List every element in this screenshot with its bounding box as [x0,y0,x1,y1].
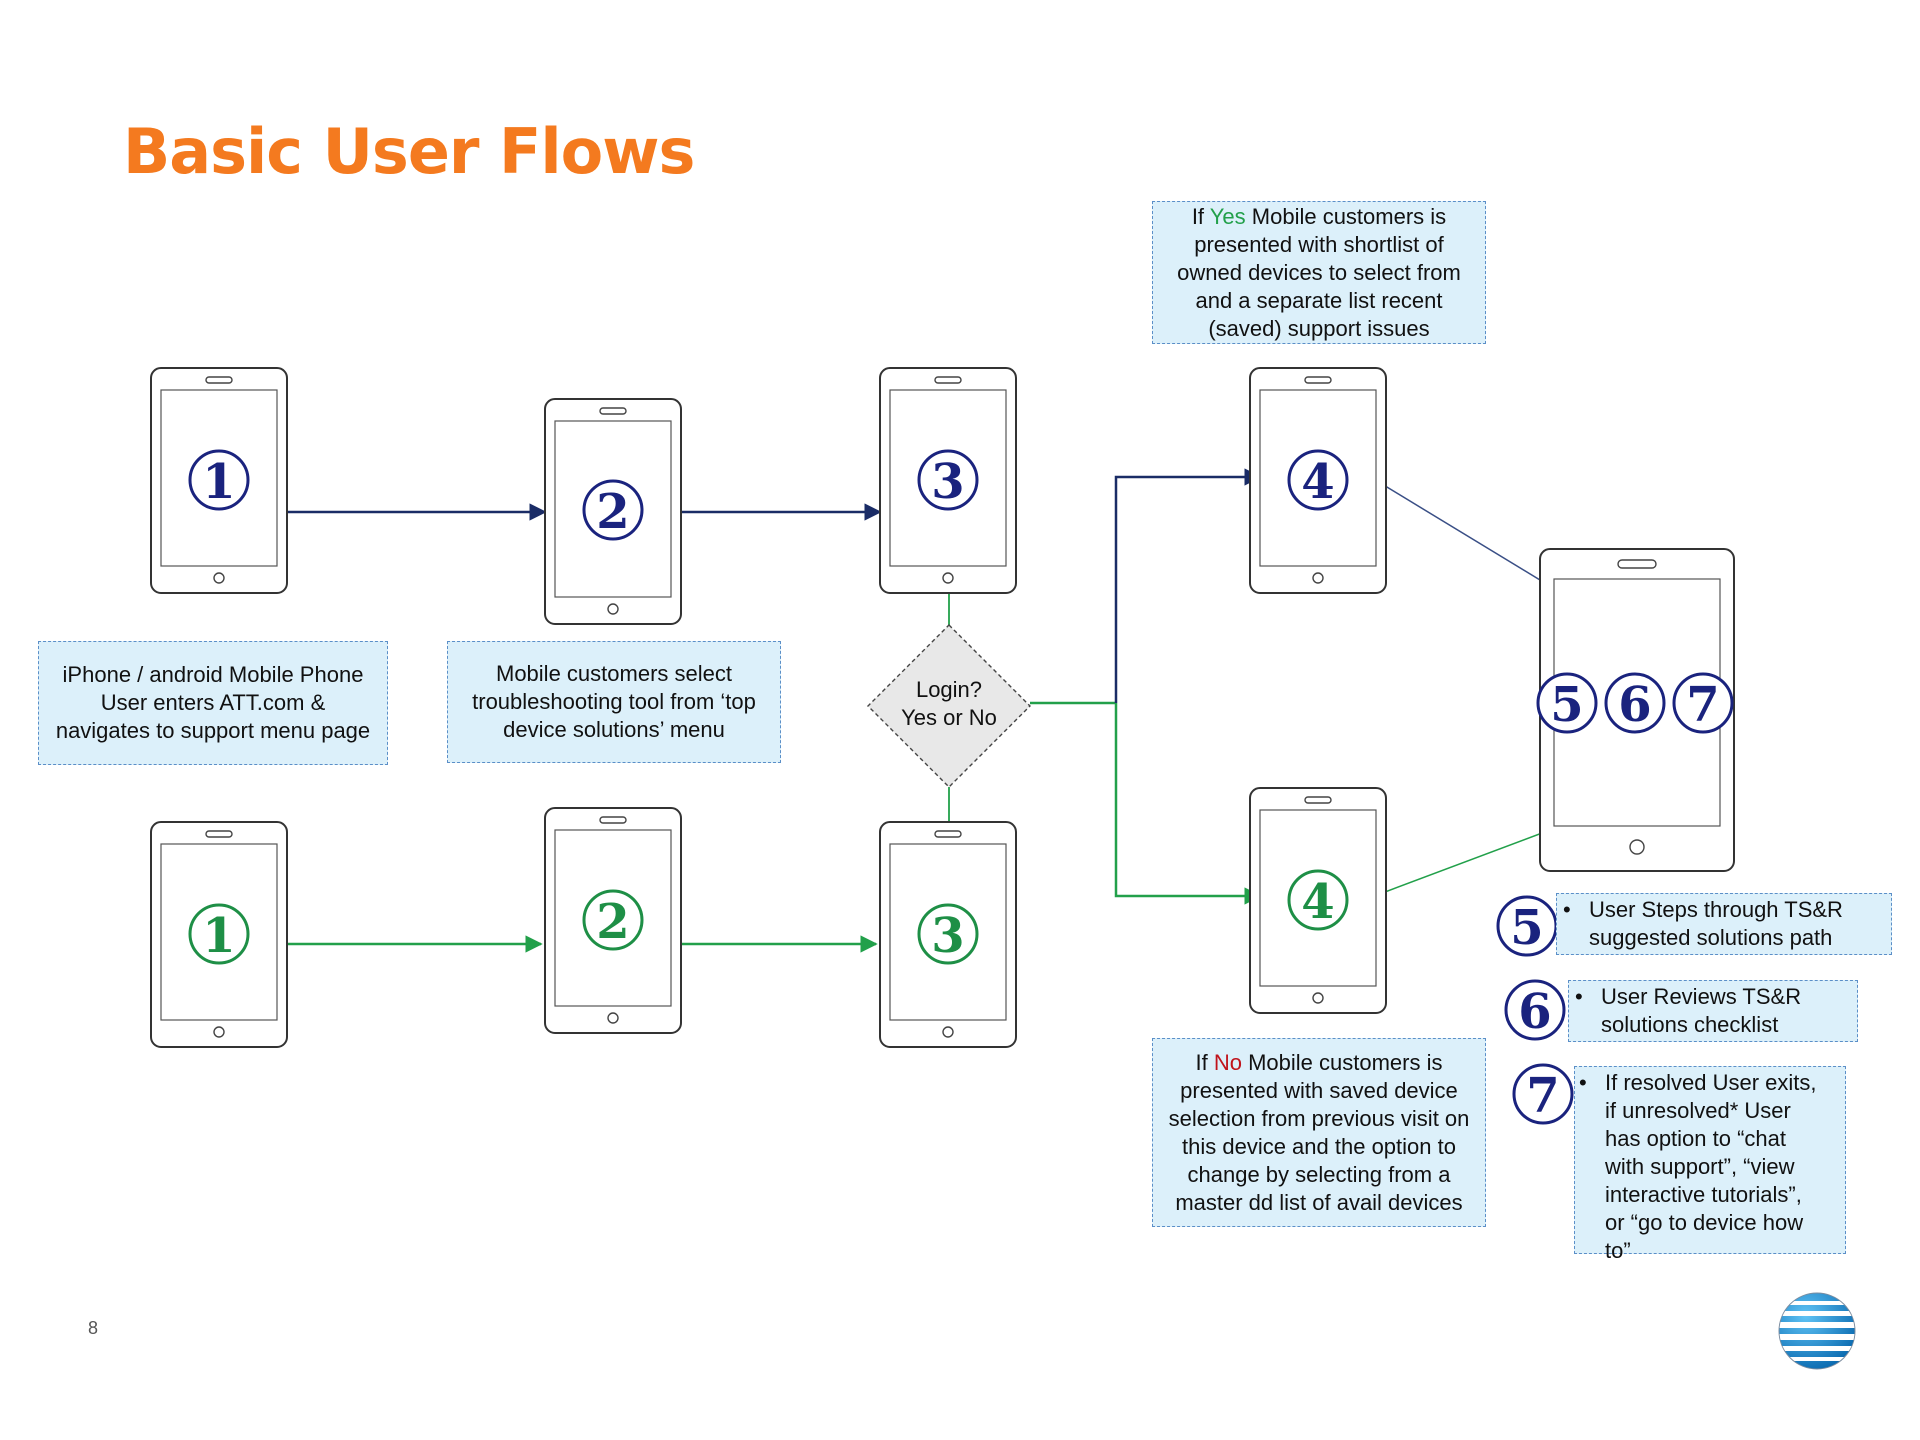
step-number-3: 3 [931,454,964,510]
decision-line1: Login? [916,677,982,702]
note-yes-branch: If Yes Mobile customers is presented wit… [1152,201,1486,344]
note-step1: iPhone / android Mobile Phone User enter… [38,641,388,765]
step-circle-5-tablet: 5 [1536,672,1598,734]
note-step6-line1: User Reviews TS&R [1601,984,1802,1009]
note-yes-line4: and a separate list recent [1195,287,1443,313]
note-step7-line2: if unresolved* User [1605,1098,1791,1123]
note-step1-line1: iPhone / android Mobile Phone [62,662,364,687]
step-number-3: 3 [931,908,964,964]
note-no-keyword: No [1213,1049,1242,1075]
legend-number-5: 5 [1510,900,1543,956]
page-number: 8 [88,1318,99,1338]
note-step5: • User Steps through TS&R suggested solu… [1556,893,1892,955]
legend-number-7: 7 [1526,1068,1559,1124]
step-circle-1-navy: 1 [188,449,250,511]
legend-circle-7: 7 [1512,1063,1574,1125]
note-step7-line3: has option to “chat [1605,1126,1787,1151]
connector-4-to-567 [1376,480,1568,896]
step-circle-3-green: 3 [917,903,979,965]
note-yes-line5: (saved) support issues [1208,315,1430,341]
note-no-branch: If No Mobile customers is presented with… [1152,1038,1486,1227]
note-yes-line2: presented with shortlist of [1194,231,1444,257]
note-step1-line3: navigates to support menu page [55,718,371,743]
step-circle-4-navy: 4 [1287,449,1349,511]
step-number-7: 7 [1686,677,1719,733]
legend-number-6: 6 [1518,984,1551,1040]
note-step7-line5: interactive tutorials”, [1605,1182,1802,1207]
step-circle-4-green: 4 [1287,869,1349,931]
step-circle-2-navy: 2 [582,479,644,541]
note-step2-line1: Mobile customers select [496,661,732,686]
note-step7-line6: or “go to device how [1605,1210,1804,1235]
note-step6: • User Reviews TS&R solutions checklist [1568,980,1858,1042]
step-number-4: 4 [1301,454,1334,510]
decision-login-diamond: Login? Yes or No [867,624,1031,788]
note-step2: Mobile customers select troubleshooting … [447,641,781,763]
connector-decision-branches [1030,468,1262,905]
note-no-line6: master dd list of avail devices [1175,1189,1463,1215]
note-step5-line1: User Steps through TS&R [1589,897,1843,922]
step-circle-6-tablet: 6 [1604,672,1666,734]
step-number-2: 2 [596,894,629,950]
note-yes-line3: owned devices to select from [1177,259,1461,285]
note-step6-line2: solutions checklist [1601,1012,1779,1037]
step-circle-2-green: 2 [582,889,644,951]
note-step2-line3: device solutions’ menu [503,717,725,742]
note-no-line1: Mobile customers is [1241,1049,1443,1075]
step-number-4: 4 [1301,874,1334,930]
step-number-6: 6 [1618,677,1651,733]
note-no-line5: change by selecting from a [1187,1161,1451,1187]
note-step7: • If resolved User exits, if unresolved*… [1574,1066,1846,1263]
note-step5-bullet: • [1563,897,1571,922]
note-yes-keyword: Yes [1209,203,1246,229]
legend-circle-6: 6 [1504,979,1566,1041]
note-step1-line2: User enters ATT.com & [100,690,326,715]
slide-title: Basic User Flows [123,115,695,188]
note-step7-line4: with support”, “view [1605,1154,1795,1179]
decision-line2: Yes or No [901,705,997,730]
att-globe-icon [1778,1292,1856,1370]
note-no-line3: selection from previous visit on [1168,1105,1470,1131]
note-no-prefix: If [1195,1049,1214,1075]
note-no-line2: presented with saved device [1180,1077,1458,1103]
step-circle-7-tablet: 7 [1672,672,1734,734]
note-yes-line1: Mobile customers is [1245,203,1447,229]
note-step7-line7: to” [1605,1238,1631,1263]
step-number-5: 5 [1550,677,1583,733]
step-number-2: 2 [596,484,629,540]
note-step7-line1: If resolved User exits, [1605,1070,1817,1095]
step-number-1: 1 [202,454,235,510]
note-step7-bullet: • [1579,1070,1587,1095]
note-step2-line2: troubleshooting tool from ‘top [472,689,756,714]
phone-step1-bottom [150,821,288,1048]
legend-circle-5: 5 [1496,895,1558,957]
step-circle-1-green: 1 [188,903,250,965]
note-step6-bullet: • [1575,984,1583,1009]
note-step5-line2: suggested solutions path [1589,925,1833,950]
step-circle-3-navy: 3 [917,449,979,511]
note-no-line4: this device and the option to [1182,1133,1456,1159]
step-number-1: 1 [202,908,235,964]
note-yes-prefix: If [1191,203,1210,229]
